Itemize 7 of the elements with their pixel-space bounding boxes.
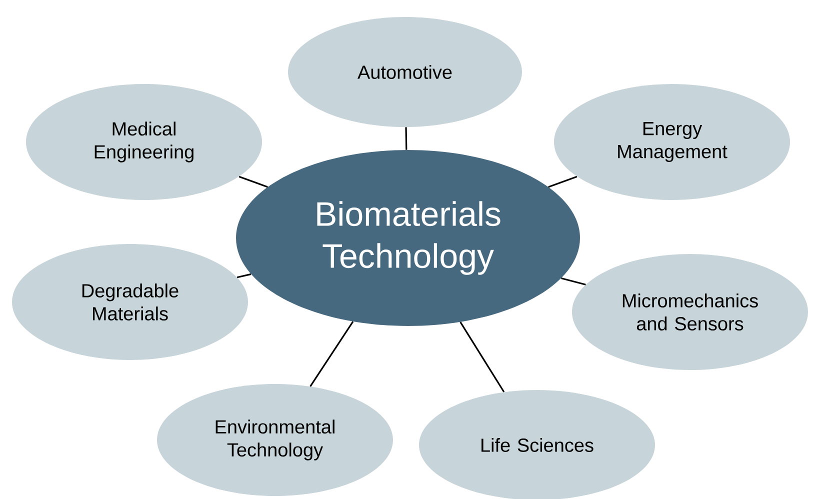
connector-line <box>460 322 505 392</box>
connector-line <box>561 277 586 286</box>
connector-line <box>405 127 408 150</box>
connector-line <box>548 176 578 188</box>
connector-line <box>310 321 354 387</box>
connector-line <box>238 176 268 188</box>
connector-line <box>236 273 252 278</box>
